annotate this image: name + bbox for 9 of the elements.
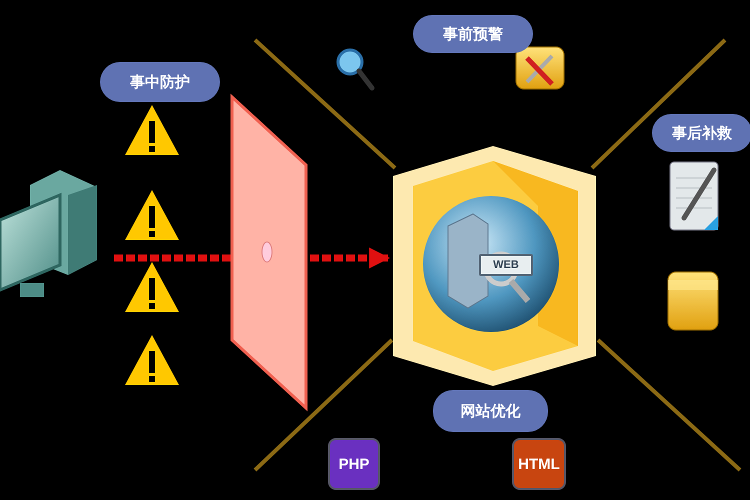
code-language-tile: HTML (512, 438, 566, 490)
firewall-panel (230, 95, 308, 410)
label-pill: 事后补救 (652, 114, 750, 152)
dashed-arrow (310, 248, 390, 268)
code-language-tile: PHP (328, 438, 380, 490)
web-tag: WEB (479, 254, 533, 276)
label-pill: 事前预警 (413, 15, 533, 53)
label-pill: 事中防护 (100, 62, 220, 102)
label-pill: 网站优化 (433, 390, 548, 432)
